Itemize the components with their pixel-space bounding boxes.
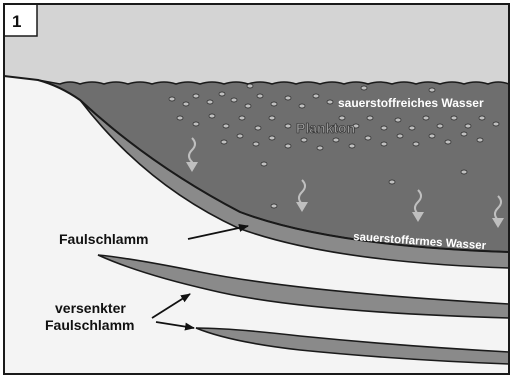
buried-sludge-label-line1: versenkter <box>55 300 126 316</box>
panel-number: 1 <box>12 12 21 31</box>
oxygen-rich-water-label: sauerstoffreiches Wasser <box>338 96 484 110</box>
buried-sludge-label-line2: Faulschlamm <box>45 317 134 333</box>
plankton-label: Plankton <box>296 120 355 136</box>
sludge-label: Faulschlamm <box>59 231 148 247</box>
